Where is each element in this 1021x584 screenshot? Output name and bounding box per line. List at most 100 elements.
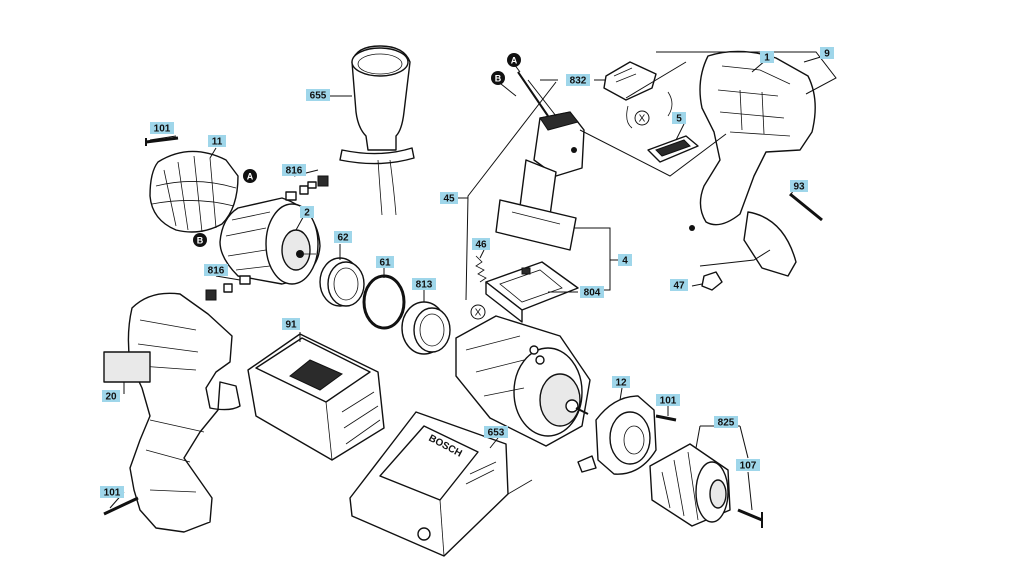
callout-label: 12 [615,378,627,389]
svg-text:X: X [475,308,482,319]
rear-cover-11 [149,150,239,233]
marker-b-motor: B [193,233,207,247]
cover-12 [577,395,657,475]
callout-816-upper: 816 [282,164,306,177]
callout-box [670,279,688,291]
board-804 [485,261,579,323]
screw-107 [737,508,763,528]
callout-label: 20 [105,392,117,403]
callout-box [566,74,590,86]
callout-label: 101 [154,124,171,135]
callout-label: 46 [475,240,487,251]
callout-813: 813 [412,278,436,291]
svg-text:B: B [197,236,204,246]
callout-label: 93 [793,182,805,193]
callout-101-top: 101 [150,122,174,135]
retaining-ring-61 [362,274,406,330]
battery-91 [247,333,385,461]
callout-box [672,112,686,124]
callout-label: 101 [104,488,121,499]
callout-box [150,122,174,134]
cover-plate-top [603,61,673,129]
callout-label: 62 [337,233,349,244]
charger-653: BOSCH [349,411,533,557]
callout-box [656,394,680,406]
callout-box [760,51,774,63]
brush-set-816-upper [285,175,329,201]
callout-box [612,376,630,388]
callout-label: 9 [824,49,830,60]
callout-label: 655 [310,91,327,102]
boot-655 [339,45,415,216]
svg-text:B: B [495,74,502,84]
callout-label: 45 [443,194,455,205]
callout-label: 61 [379,258,391,269]
callout-45: 45 [440,192,458,205]
callout-box [300,206,314,218]
callout-47: 47 [670,279,688,292]
callout-label: 11 [212,137,223,148]
callout-93: 93 [790,180,808,193]
callout-816-lower: 816 [204,264,228,277]
brush-set-816-lower [205,275,251,301]
callout-box [736,459,760,471]
marker-b-top: B [491,71,505,85]
callout-label: 653 [488,428,505,439]
callout-9: 9 [820,47,834,60]
callout-box [580,286,604,298]
callout-box [208,135,226,147]
callout-label: 816 [208,266,225,277]
callout-91: 91 [282,318,300,331]
callout-label: 47 [673,281,685,292]
callout-box [102,390,120,402]
spring-46 [475,255,487,283]
callout-box [714,416,738,428]
gearbox [455,315,591,447]
marker-a-top: A [507,53,521,67]
callout-61: 61 [376,256,394,269]
callout-box [282,164,306,176]
callout-804: 804 [580,286,604,299]
callout-20: 20 [102,390,120,403]
callout-label: 91 [285,320,297,331]
callout-5: 5 [672,112,686,125]
screw-101-bottom [103,496,139,516]
callout-label: 1 [764,53,770,64]
ring-gear-813 [401,301,451,355]
callout-tags: 1 9 655 832 5 101 11 816 2 93 45 62 61 4… [100,47,834,499]
housing-20 [103,292,241,533]
callout-label: 107 [740,461,757,472]
svg-text:A: A [247,172,254,182]
marker-x-top: X [634,110,650,126]
callout-2: 2 [300,206,314,219]
callout-box [412,278,436,290]
screw-101-top [145,136,179,146]
chuck-825 [649,443,731,527]
callout-label: 816 [286,166,303,177]
callout-box [618,254,632,266]
callout-label: 825 [718,418,735,429]
callout-box [306,89,330,101]
callout-label: 804 [584,288,601,299]
callout-label: 2 [304,208,310,219]
callout-box [100,486,124,498]
pin-93 [789,192,823,222]
callout-box [204,264,228,276]
callout-4: 4 [618,254,632,267]
callout-1: 1 [760,51,774,64]
button-5 [647,135,699,163]
housing-1 [689,50,816,277]
switch-832 [495,71,585,251]
callout-101-bottom: 101 [100,486,124,499]
callout-label: 813 [416,280,433,291]
callout-box [440,192,458,204]
callout-101-right: 101 [656,394,680,407]
motor-2 [219,197,321,285]
callout-label: 4 [622,256,628,267]
callout-825: 825 [714,416,738,429]
callout-box [376,256,394,268]
callout-12: 12 [612,376,630,389]
callout-box [472,238,490,250]
marker-x-gearbox: X [470,304,486,320]
